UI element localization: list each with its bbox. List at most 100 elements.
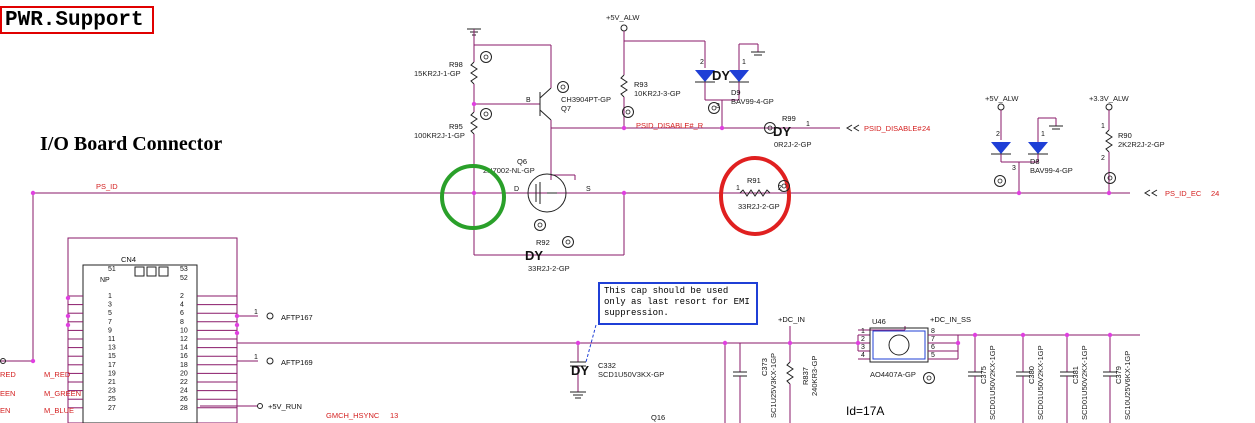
d9-value: BAV99-4-GP	[731, 97, 774, 106]
r91-pin-2: 2	[778, 185, 782, 192]
r90-pin-2: 2	[1101, 155, 1105, 162]
r99-ref: R99	[782, 114, 796, 123]
c375-ref: C375	[979, 366, 988, 384]
cn4-pin-left: 23	[108, 388, 116, 395]
cn4-pin-left: 5	[108, 310, 112, 317]
r837-value: 240KR3-GP	[810, 356, 819, 396]
u46-pin-right: 7	[931, 336, 935, 343]
r91-resistor: 1 2 R91 33R2J-2-GP	[736, 176, 782, 211]
r95-value: 100KR2J-1-GP	[414, 131, 465, 140]
r90-value: 2K2R2J-2-GP	[1118, 140, 1165, 149]
net-gmch-hsync-page: 13	[390, 411, 398, 420]
page-title: PWR.Support	[0, 6, 154, 34]
d8-pin-1: 1	[1041, 131, 1045, 138]
q6-pin-s: S	[586, 186, 591, 193]
cn4-pin-left: 13	[108, 345, 116, 352]
q6-ref: Q6	[517, 157, 527, 166]
d9-dy-mark: DY	[712, 68, 730, 83]
cn4-pin-right: 6	[180, 310, 184, 317]
net-dc-in-ss: +DC_IN_SS	[930, 315, 971, 324]
cn4-pin-left: 15	[108, 353, 116, 360]
u46-value: AO4407A-GP	[870, 370, 916, 379]
d9-ref: D9	[731, 88, 741, 97]
cn4-np: NP	[100, 277, 110, 284]
cn4-pin-left: 17	[108, 362, 116, 369]
id-current-text: Id=17A	[846, 404, 885, 418]
cn4-pin-left: 3	[108, 302, 112, 309]
net-5v-run: +5V_RUN	[268, 402, 302, 411]
cn4-pin-right: 20	[180, 370, 188, 377]
emi-note: This cap should be used only as last res…	[598, 282, 758, 325]
u46-ref: U46	[872, 317, 886, 326]
c381-ref: C381	[1071, 366, 1080, 384]
r837-ref: R837	[801, 367, 810, 385]
c373-value: SC1U25V3KX-1GP	[769, 353, 778, 418]
r90-ref: R90	[1118, 131, 1132, 140]
u46-pin-right: 5	[931, 352, 935, 359]
c332-dy-mark: DY	[571, 363, 589, 378]
c332-value: SCD1U50V3KX-GP	[598, 370, 664, 379]
net-5v-alw: +5V_ALW	[606, 13, 640, 22]
r91-value: 33R2J-2-GP	[738, 202, 780, 211]
cn4-pin-right: 28	[180, 405, 188, 412]
q7-ref: Q7	[561, 104, 571, 113]
cn4-pin-right: 16	[180, 353, 188, 360]
u46-pin-right: 6	[931, 344, 935, 351]
cn4-pin-right: 26	[180, 396, 188, 403]
r92-bypass: DY R92 33R2J-2-GP	[474, 193, 625, 273]
r99-dy-mark: DY	[773, 124, 791, 139]
net-psid-disable: PSID_DISABLE#	[864, 124, 922, 133]
u46-pin-left: 4	[861, 352, 865, 359]
psid-disable-net: PSID_DISABLE#_R DY R99 0R2J-2-GP 1 PSID_…	[551, 114, 930, 149]
c380-value: SCD01U50V2KX-1GP	[1036, 345, 1045, 420]
q7-pin-b: B	[526, 97, 531, 104]
r98-r95-divider: R98 15KR2J-1-GP R95 100KR2J-1-GP	[414, 28, 551, 255]
cn4-pin-left: 9	[108, 327, 112, 334]
cn4-pin-right: 22	[180, 379, 188, 386]
cn4-pin-left: 27	[108, 405, 116, 412]
d8-r90-group: +5V_ALW 2 1 3 D8 BAV99-4-GP +3.3V_ALW 1 …	[985, 94, 1165, 193]
net-aftp167: AFTP167	[281, 313, 313, 322]
q16-ref: Q16	[651, 413, 665, 422]
c375-value: SCD01U50V2KX-1GP	[988, 345, 997, 420]
c379-ref: C379	[1114, 366, 1123, 384]
cn4-pin-left: 21	[108, 379, 116, 386]
r99-pin-1: 1	[806, 121, 810, 128]
r92-dy-mark: DY	[525, 248, 543, 263]
q7-value: CH3904PT-GP	[561, 95, 611, 104]
section-title: I/O Board Connector	[40, 133, 223, 155]
net-m-green: M_GREEN	[44, 389, 81, 398]
r92-ref: R92	[536, 238, 550, 247]
ps-id-net: PS_ID PS_ID_EC 24	[0, 182, 1219, 364]
cn4-pin-left: 19	[108, 370, 116, 377]
net-ps-id-ec-page: 24	[1211, 189, 1219, 198]
cn4-pin-left: 1	[108, 293, 112, 300]
left-blue: EN	[0, 406, 10, 415]
red-highlight-circle	[719, 156, 791, 236]
cn4-pin-right: 52	[180, 275, 188, 282]
aftp167-pin: 1	[254, 309, 258, 316]
net-5v-alw-2: +5V_ALW	[985, 94, 1019, 103]
cn4-pin-right: 8	[180, 319, 184, 326]
d8-pin-2: 2	[996, 131, 1000, 138]
cn4-pin-left: 11	[108, 336, 115, 343]
d8-value: BAV99-4-GP	[1030, 166, 1073, 175]
cn4-pin-right: 53	[180, 266, 188, 273]
c373-ref: C373	[760, 358, 769, 376]
net-psid-disable-r: PSID_DISABLE#_R	[636, 121, 704, 130]
r93-value: 10KR2J-3-GP	[634, 89, 681, 98]
r95-ref: R95	[449, 122, 463, 131]
d9-pin-1: 1	[742, 59, 746, 66]
d8-pin-3: 3	[1012, 165, 1016, 172]
u46-pin-left: 1	[861, 328, 865, 335]
r98-value: 15KR2J-1-GP	[414, 69, 461, 78]
q7-transistor: B CH3904PT-GP Q7	[474, 45, 611, 180]
cn4-pin-right: 12	[180, 336, 188, 343]
cn4-pin-right: 10	[180, 327, 188, 334]
r91-pin-1: 1	[736, 185, 740, 192]
